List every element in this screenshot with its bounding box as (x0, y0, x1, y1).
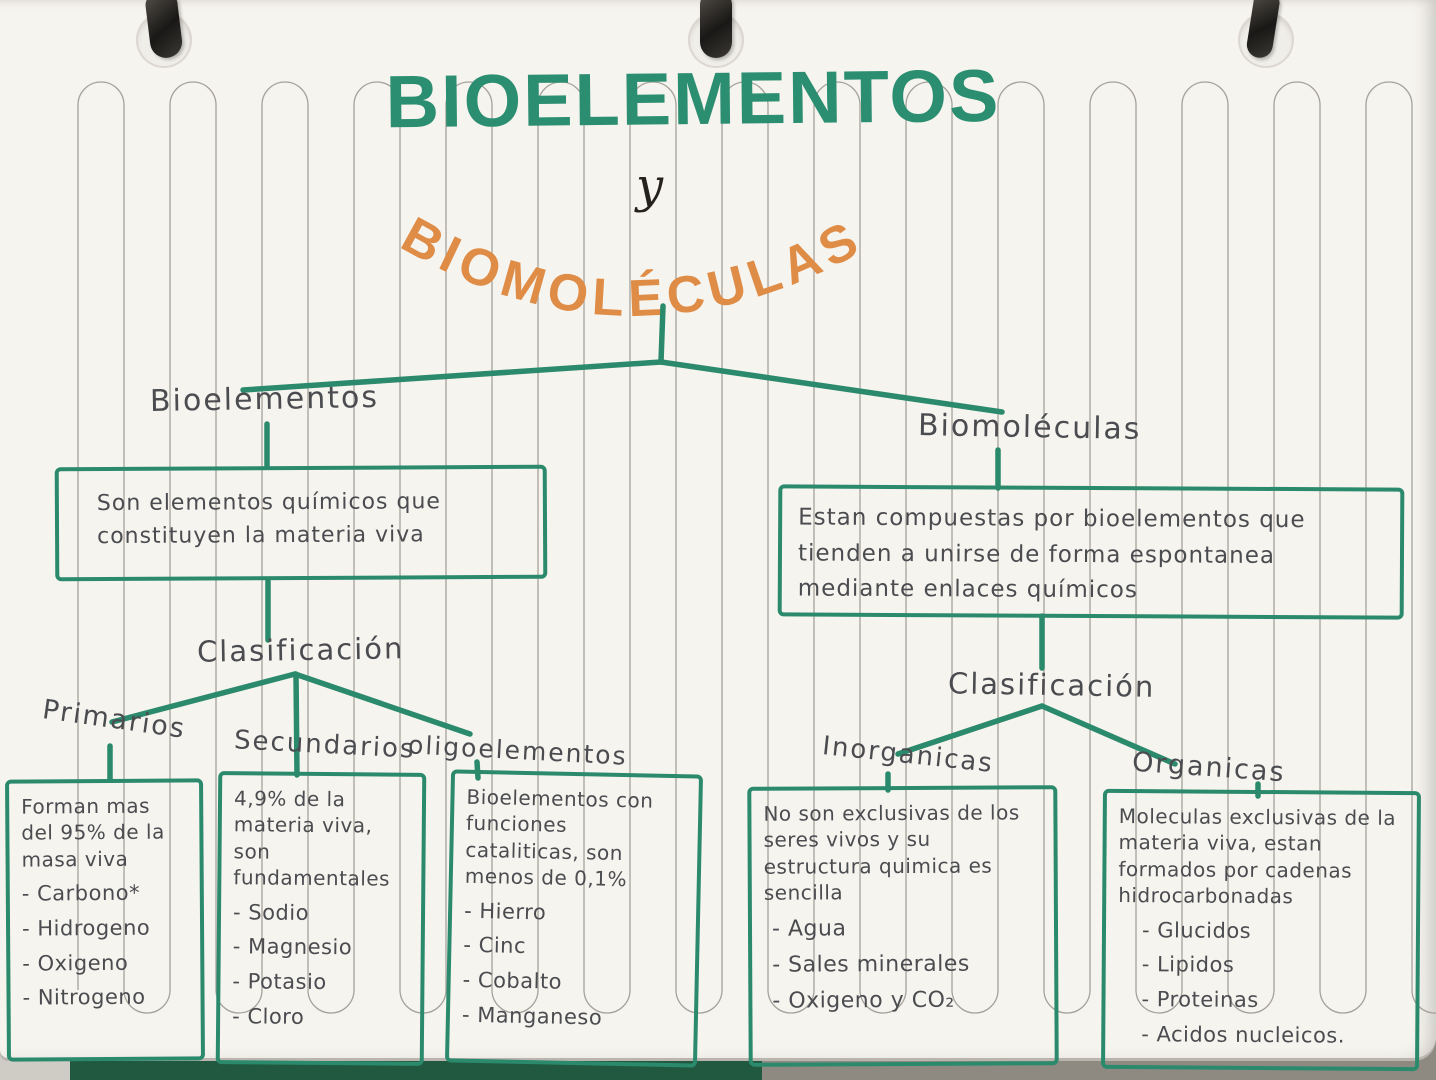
list-item: - Potasio (232, 969, 327, 995)
list-item: - Hidrogeno (21, 915, 151, 941)
binder-ring-right (1230, 0, 1300, 80)
list-item: - Cinc (463, 932, 527, 959)
list-item: - Oxigeno (22, 950, 129, 976)
binder-ring-center (680, 0, 750, 80)
inorganicas-description: No son exclusivas de los seres vivos y s… (763, 800, 1020, 905)
node-biomoleculas-label: Biomoléculas (917, 408, 1142, 447)
organicas-description: Moleculas exclusivas de la materia viva,… (1118, 804, 1397, 909)
bioelementos-definition-box: Son elementos químicos que constituyen l… (54, 464, 548, 582)
title-bioelementos: BIOELEMENTOS (385, 53, 1001, 144)
secundarios-box: 4,9% de la materia viva, son fundamental… (215, 771, 427, 1066)
bioelementos-definition-text: Son elementos químicos que constituyen l… (96, 489, 441, 550)
list-item: - Glucidos (1141, 917, 1252, 943)
biomoleculas-definition-text: Estan compuestas por bioelementos que ti… (797, 504, 1306, 604)
list-item: - Oxigeno y CO₂ (772, 987, 955, 1014)
list-item: - Hierro (463, 898, 547, 924)
node-clasificacion-biomoleculas: Clasificación (947, 666, 1156, 704)
node-bioelementos-label: Bioelementos (149, 380, 380, 419)
list-item: - Magnesio (232, 934, 353, 960)
list-item: - Carbono* (21, 880, 141, 906)
biomoleculas-definition-box: Estan compuestas por bioelementos que ti… (777, 484, 1405, 620)
oligoelementos-box: Bioelementos con funciones cataliticas, … (444, 769, 704, 1068)
list-item: - Cobalto (462, 967, 563, 994)
list-item: - Lipidos (1141, 952, 1235, 978)
list-item: - Agua (771, 915, 847, 942)
inorganicas-box: No son exclusivas de los seres vivos y s… (747, 785, 1059, 1067)
ring-loop (700, 0, 732, 58)
list-item: - Proteinas (1141, 987, 1259, 1012)
oligoelementos-description: Bioelementos con funciones cataliticas, … (464, 784, 654, 892)
title-conjunction: y (636, 158, 664, 214)
organicas-box: Moleculas exclusivas de la materia viva,… (1101, 788, 1421, 1072)
list-item: - Manganeso (461, 1002, 603, 1030)
primarios-box: Forman mas del 95% de la masa viva - Car… (5, 778, 205, 1062)
binder-ring-left (128, 0, 198, 80)
node-clasificacion-bioelementos: Clasificación (196, 631, 405, 669)
list-item: - Sodio (232, 899, 310, 925)
list-item: - Acidos nucleicos. (1141, 1021, 1346, 1048)
primarios-description: Forman mas del 95% de la masa viva (21, 793, 165, 872)
list-item: - Sales minerales (772, 951, 970, 978)
list-item: - Cloro (232, 1003, 305, 1029)
secundarios-description: 4,9% de la materia viva, son fundamental… (233, 786, 391, 891)
list-item: - Nitrogeno (22, 985, 146, 1010)
